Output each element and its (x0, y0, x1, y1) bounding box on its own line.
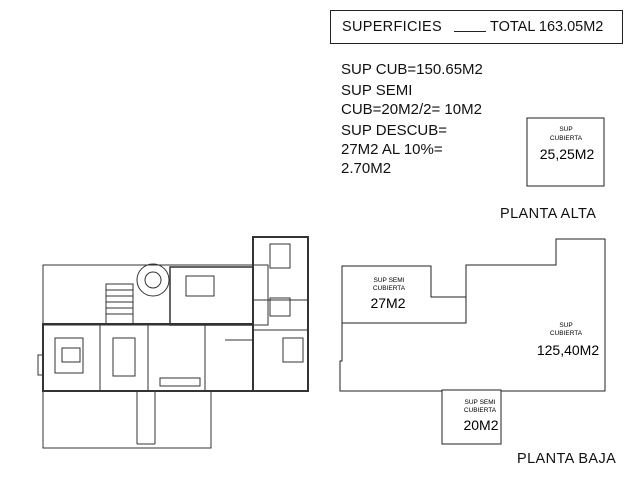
semi-left-label-1: SUP SEMI (374, 277, 405, 284)
calc-line-uncovered-3: 2.70M2 (341, 160, 392, 177)
right-wing-wall (252, 236, 309, 392)
main-label-1: SUP (559, 322, 572, 329)
coffee-table (61, 347, 81, 363)
fireplace (37, 354, 44, 376)
calc-line-covered: SUP CUB=150.65M2 (341, 61, 483, 78)
stairs (105, 283, 134, 325)
summary-dash (454, 31, 486, 32)
calc-line-semi-1: SUP SEMI (341, 82, 413, 99)
summary-box (330, 10, 623, 44)
calc-line-uncovered-2: 27M2 AL 10%= (341, 141, 443, 158)
ground-semi-bottom-outline (441, 389, 502, 445)
summary-total: TOTAL 163.05M2 (490, 19, 604, 35)
semi-left-label-2: CUBIERTA (373, 285, 406, 292)
porch-outline (42, 391, 212, 449)
calc-line-semi-2: CUB=20M2/2= 10M2 (341, 101, 482, 118)
upper-floor-title: PLANTA ALTA (500, 206, 597, 222)
semi-bottom-label-1: SUP SEMI (465, 399, 496, 406)
dining-table (112, 337, 136, 377)
semi-left-value: 27M2 (370, 295, 405, 311)
semi-bottom-value: 20M2 (463, 417, 498, 433)
calc-line-uncovered-1: SUP DESCUB= (341, 122, 448, 139)
main-label-2: CUBIERTA (550, 330, 583, 337)
bed (269, 243, 291, 269)
round-table (136, 263, 170, 297)
ground-main-outline (339, 238, 606, 392)
kitchen-counter (159, 377, 201, 387)
bed (282, 337, 304, 363)
upper-area-label-1: SUP (559, 126, 572, 133)
bed (269, 297, 291, 317)
upper-room-table (185, 275, 215, 297)
summary-title: SUPERFICIES (342, 19, 442, 35)
terrace-outline (42, 264, 269, 326)
ground-floor-title: PLANTA BAJA (517, 451, 617, 467)
upper-area-label-2: CUBIERTA (550, 135, 583, 142)
floor-plan (37, 236, 309, 449)
sofa (54, 337, 84, 374)
upper-floor-outline (526, 117, 605, 187)
round-table-inner (144, 271, 162, 289)
main-value: 125,40M2 (537, 342, 599, 358)
ground-semi-left-divider (342, 297, 467, 324)
semi-bottom-label-2: CUBIERTA (464, 407, 497, 414)
upper-area-value: 25,25M2 (540, 146, 595, 162)
